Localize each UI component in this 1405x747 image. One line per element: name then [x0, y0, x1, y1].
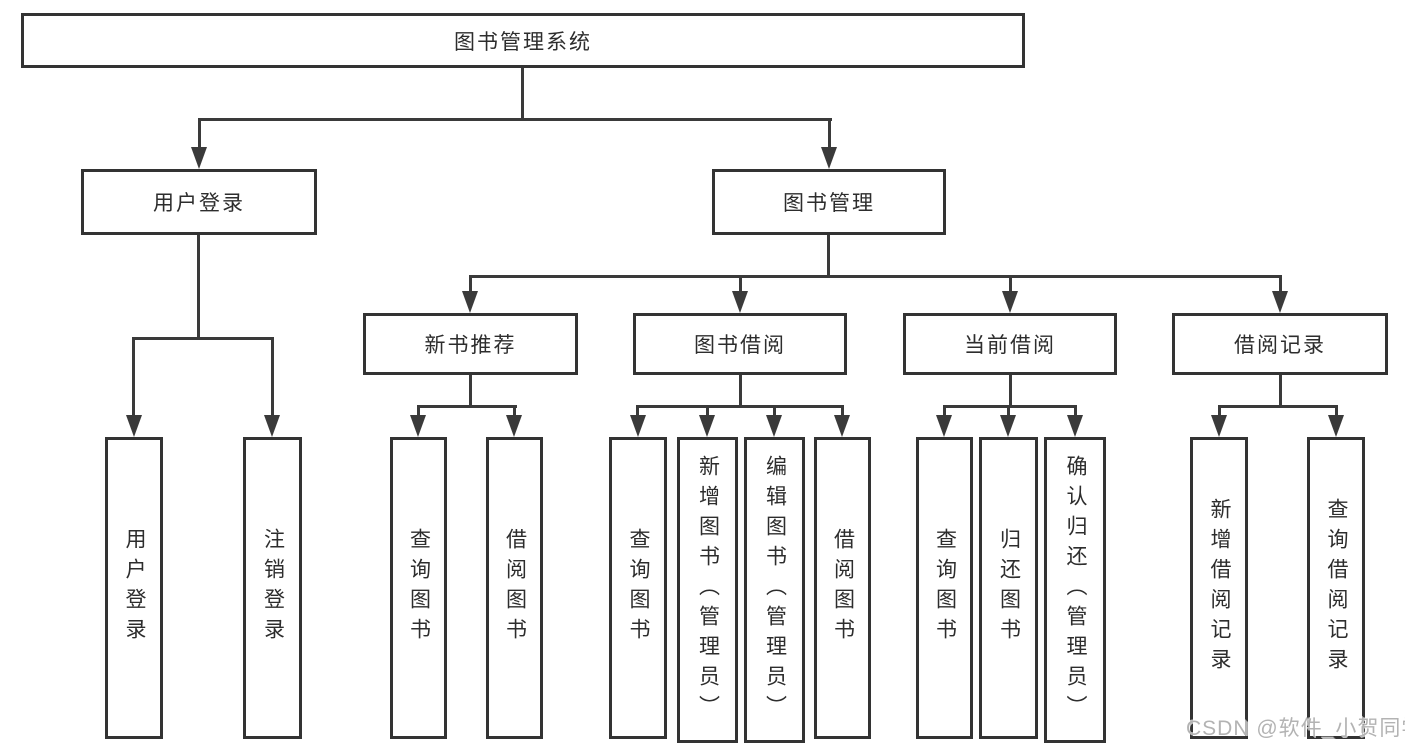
leaf-add-borrow-record: 新增借阅记录 [1190, 437, 1248, 739]
connector-drop-line [132, 337, 135, 419]
arrow-down-icon [766, 415, 782, 437]
arrow-down-icon [1000, 415, 1016, 437]
leaf-label: 归还图书 [997, 528, 1021, 648]
connector-drop-line [1335, 405, 1338, 419]
connector-drop-line [773, 405, 776, 419]
leaf-query-book-3: 查询图书 [916, 437, 973, 739]
csdn-watermark: CSDN @软件_小贺同学 [1186, 717, 1405, 740]
arrow-down-icon [834, 415, 850, 437]
leaf-logout: 注销登录 [243, 437, 302, 739]
connector-drop-line [1218, 405, 1221, 419]
arrow-down-icon [462, 291, 478, 313]
connector-drop-line [1009, 275, 1012, 295]
connector-drop-line [943, 405, 946, 419]
connector-drop-line [828, 118, 831, 151]
arrow-down-icon [630, 415, 646, 437]
arrow-down-icon [191, 147, 207, 169]
connector-drop-line [739, 275, 742, 295]
node-label: 借阅记录 [1234, 334, 1326, 357]
leaf-label: 新增图书（管理员） [696, 455, 720, 725]
leaf-query-borrow-record: 查询借阅记录 [1307, 437, 1365, 739]
leaf-label: 查询图书 [407, 528, 431, 648]
connector-drop-line [1279, 275, 1282, 295]
connector-drop-line [636, 405, 639, 419]
node-label: 新书推荐 [424, 334, 517, 357]
connector-current-bar [943, 405, 1077, 408]
leaf-label: 查询图书 [933, 528, 957, 648]
connector-borrow-bar [636, 405, 844, 408]
leaf-query-book-2: 查询图书 [609, 437, 667, 739]
leaf-label: 借阅图书 [503, 528, 527, 648]
node-label: 当前借阅 [964, 334, 1056, 357]
node-label: 图书借阅 [694, 334, 786, 357]
connector-login-bar [132, 337, 274, 340]
arrow-down-icon [1211, 415, 1227, 437]
arrow-down-icon [936, 415, 952, 437]
leaf-return-book: 归还图书 [979, 437, 1038, 739]
leaf-label: 确认归还（管理员） [1064, 455, 1087, 725]
leaf-label: 注销登录 [261, 528, 285, 648]
leaf-borrow-book-1: 借阅图书 [486, 437, 543, 739]
connector-current-stem [1009, 372, 1012, 408]
arrow-down-icon [264, 415, 280, 437]
connector-root-bar [198, 118, 832, 121]
connector-drop-line [198, 118, 201, 151]
connector-drop-line [417, 405, 420, 419]
leaf-borrow-book-2: 借阅图书 [814, 437, 871, 739]
connector-login-stem [197, 233, 200, 340]
node-borrow-records: 借阅记录 [1172, 313, 1388, 375]
leaf-label: 用户登录 [123, 528, 146, 648]
connector-drop-line [513, 405, 516, 419]
node-root: 图书管理系统 [21, 13, 1025, 68]
arrow-down-icon [1067, 415, 1083, 437]
connector-drop-line [469, 275, 472, 295]
connector-drop-line [841, 405, 844, 419]
connector-borrow-stem [739, 372, 742, 408]
leaf-add-book-admin: 新增图书（管理员） [677, 437, 738, 743]
arrow-down-icon [126, 415, 142, 437]
leaf-confirm-return-admin: 确认归还（管理员） [1044, 437, 1106, 743]
arrow-down-icon [1002, 291, 1018, 313]
arrow-down-icon [1328, 415, 1344, 437]
connector-drop-line [1007, 405, 1010, 419]
leaf-label: 编辑图书（管理员） [763, 455, 787, 725]
node-current-borrow: 当前借阅 [903, 313, 1117, 375]
node-user-login: 用户登录 [81, 169, 317, 235]
connector-root-stem [521, 66, 524, 121]
connector-newbook-bar [417, 405, 517, 408]
arrow-down-icon [506, 415, 522, 437]
leaf-query-book-1: 查询图书 [390, 437, 447, 739]
node-label: 图书管理 [783, 192, 875, 215]
connector-bookmgmt-stem [827, 233, 830, 278]
connector-drop-line [271, 337, 274, 419]
leaf-label: 新增借阅记录 [1208, 498, 1231, 678]
node-root-label: 图书管理系统 [454, 30, 592, 54]
arrow-down-icon [1272, 291, 1288, 313]
connector-drop-line [706, 405, 709, 419]
connector-newbook-stem [469, 374, 472, 408]
leaf-label: 借阅图书 [831, 528, 855, 648]
connector-bookmgmt-bar [469, 275, 1282, 278]
connector-drop-line [1074, 405, 1077, 419]
arrow-down-icon [732, 291, 748, 313]
leaf-label: 查询借阅记录 [1325, 498, 1348, 678]
leaf-label: 查询图书 [627, 528, 650, 648]
node-new-book-recommend: 新书推荐 [363, 313, 578, 375]
connector-records-stem [1279, 374, 1282, 408]
connector-records-bar [1218, 405, 1338, 408]
node-book-borrow: 图书借阅 [633, 313, 847, 375]
node-label: 用户登录 [153, 192, 245, 215]
node-book-management: 图书管理 [712, 169, 946, 235]
arrow-down-icon [699, 415, 715, 437]
leaf-user-login: 用户登录 [105, 437, 163, 739]
arrow-down-icon [821, 147, 837, 169]
leaf-edit-book-admin: 编辑图书（管理员） [744, 437, 805, 743]
arrow-down-icon [410, 415, 426, 437]
